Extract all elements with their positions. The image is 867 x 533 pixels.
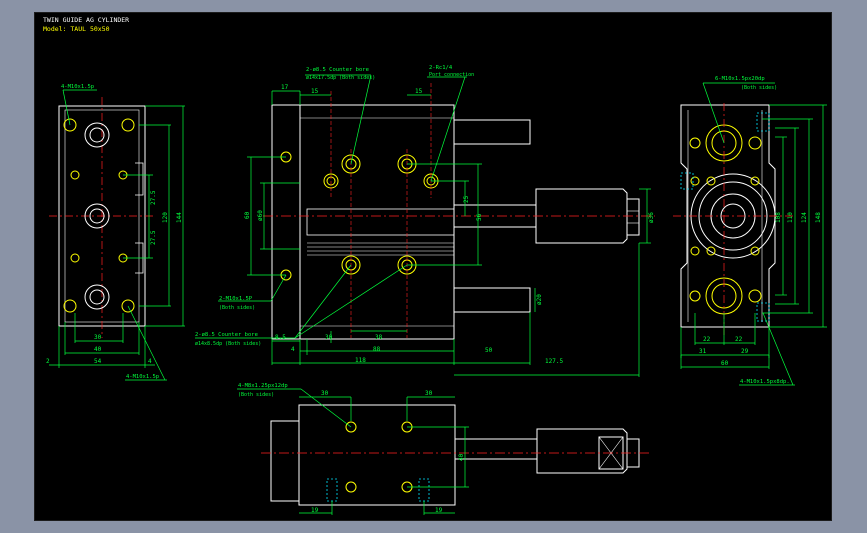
dim-bottom-40: 40 xyxy=(458,453,465,461)
dim-left-40: 40 xyxy=(94,346,102,353)
callout-right-top-thread: 6-M10x1.5px20dp xyxy=(715,76,765,82)
dim-front-88: 88 xyxy=(373,346,381,353)
title-line-1: TWIN GUIDE AG CYLINDER xyxy=(43,16,129,24)
dim-front-15-a: 15 xyxy=(311,88,319,95)
dim-right-22-b: 22 xyxy=(735,336,743,343)
callout-right-bottom-thread: 4-M10x1.5px8dp. xyxy=(740,379,790,385)
callout-left-top-thread: 4-M10x1.5p xyxy=(61,84,94,90)
right-end-view: 148 124 110 108 22 22 31 29 60 6-M10x1.5… xyxy=(673,76,827,386)
dim-right-60: 60 xyxy=(721,360,729,367)
drawing-frame: TWIN GUIDE AG CYLINDER Model: TAUL 50x50 xyxy=(34,12,832,521)
dim-bottom-30-a: 30 xyxy=(321,390,329,397)
dim-front-118: 118 xyxy=(355,357,366,364)
callout-port-top-sub: Port connection xyxy=(429,72,474,78)
dim-front-50: 50 xyxy=(485,347,493,354)
callout-counter-bore-bottom-sub: ø14x8.5dp (Both sides) xyxy=(195,341,261,347)
dim-left-30: 30 xyxy=(94,334,102,341)
dim-front-4: 4 xyxy=(291,346,295,353)
callout-bottom-view-thread: 4-M8x1.25px12dp xyxy=(238,383,288,389)
dim-left-144: 144 xyxy=(176,212,183,223)
dim-front-phi60: ø60 xyxy=(257,210,264,221)
dim-bottom-30-b: 30 xyxy=(425,390,433,397)
callout-counter-bore-top-sub: ø14x17.5dp (Both sides) xyxy=(306,75,375,81)
callout-rod-thread-mid: 2-M10x1.5P xyxy=(219,296,253,302)
dim-right-29: 29 xyxy=(741,348,749,355)
title-block: TWIN GUIDE AG CYLINDER Model: TAUL 50x50 xyxy=(43,16,129,33)
dim-bottom-19-a: 19 xyxy=(311,507,319,514)
left-side-view: 27.5 27.5 120 144 30 40 54 2 4 4-M10x1.5… xyxy=(46,84,185,381)
dim-right-22-a: 22 xyxy=(703,336,711,343)
dim-left-4: 4 xyxy=(148,358,152,365)
dim-front-25: 25 xyxy=(463,195,470,203)
dim-right-108: 108 xyxy=(775,212,782,223)
title-line-2: Model: TAUL 50x50 xyxy=(43,25,110,33)
dim-front-phi20: ø20 xyxy=(536,294,543,305)
dim-front-127-5: 127.5 xyxy=(545,358,563,365)
callout-counter-bore-bottom: 2-ø8.5 Counter bore xyxy=(195,332,258,338)
dim-left-27-5-b: 27.5 xyxy=(150,230,157,245)
cad-drawing: TWIN GUIDE AG CYLINDER Model: TAUL 50x50 xyxy=(43,16,827,515)
dim-front-phi36: ø36 xyxy=(648,212,655,223)
callout-right-top-thread-sub: (Both sides) xyxy=(741,85,777,91)
callout-port-top: 2-Rc1/4 xyxy=(429,65,453,71)
dim-left-120: 120 xyxy=(162,212,169,223)
bottom-view: 30 30 40 19 19 4-M8x1.25px12dp (Both sid… xyxy=(237,383,649,515)
dim-right-148: 148 xyxy=(815,212,822,223)
dim-front-30: 30 xyxy=(325,334,333,341)
dim-front-17: 17 xyxy=(281,84,289,91)
dim-left-54: 54 xyxy=(94,358,102,365)
dim-front-38: 38 xyxy=(375,334,383,341)
dim-front-15-b: 15 xyxy=(415,88,423,95)
dim-right-124: 124 xyxy=(801,212,808,223)
dim-left-27-5-a: 27.5 xyxy=(150,190,157,205)
dim-front-56: 56 xyxy=(476,213,483,221)
dim-right-31: 31 xyxy=(699,348,707,355)
callout-bottom-view-thread-sub: (Both sides) xyxy=(238,392,274,398)
dim-right-110: 110 xyxy=(787,212,794,223)
dim-front-60: 60 xyxy=(244,211,251,219)
callout-counter-bore-top: 2-ø8.5 Counter bore xyxy=(306,67,369,73)
callout-left-bottom-thread: 4-M10x1.5p xyxy=(126,374,159,380)
front-view: 17 15 15 60 ø60 25 56 ø36 ø20 8.5 30 38 … xyxy=(195,65,655,377)
dim-left-2: 2 xyxy=(46,358,50,365)
dim-front-8-5: 8.5 xyxy=(275,334,286,341)
callout-rod-thread-mid-sub: (Both sides) xyxy=(219,305,255,311)
dim-bottom-19-b: 19 xyxy=(435,507,443,514)
